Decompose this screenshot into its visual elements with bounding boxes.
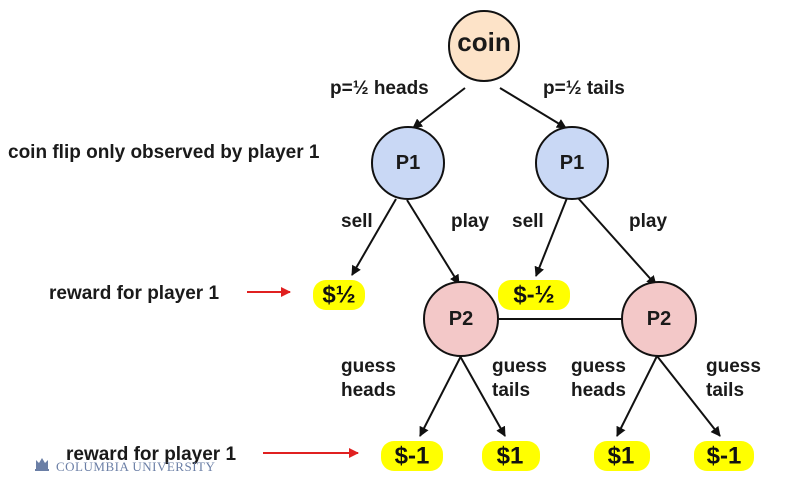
edge-label-guess-heads-left-line2: heads [341, 380, 396, 401]
columbia-logo-text: COLUMBIA UNIVERSITY [56, 459, 215, 474]
p2-right-label: P2 [647, 308, 671, 330]
p1-right-node [535, 126, 609, 200]
edge-coin-to-p1-left [412, 87, 466, 129]
edge-p2-right-guess-heads [616, 355, 658, 437]
edge-label-sell-right: sell [512, 211, 544, 232]
edge-label-guess-tails-left-line1: guess [492, 356, 547, 377]
edge-label-play-left: play [451, 211, 489, 232]
reward-sell-heads: $½ [322, 282, 355, 309]
crown-icon [35, 458, 49, 471]
reward-leaf-1: $-1 [395, 443, 430, 470]
edge-coin-to-p1-right [499, 87, 567, 129]
reward-leaf-2: $1 [497, 443, 524, 470]
edge-sell-right [534, 197, 568, 277]
reward-highlight-leaf-4 [694, 441, 754, 471]
edge-label-guess-heads-right-line1: guess [571, 356, 626, 377]
edge-label-guess-tails-right-line2: tails [706, 380, 744, 401]
reward-leaf-3: $1 [608, 443, 635, 470]
p1-right-label: P1 [560, 152, 584, 174]
reward-highlight-sell-tails [498, 280, 570, 310]
reward-note-top: reward for player 1 [49, 283, 219, 304]
edge-p2-left-guess-tails [459, 355, 506, 437]
reward-highlight-leaf-3 [594, 441, 650, 471]
observed-note: coin flip only observed by player 1 [8, 142, 320, 163]
p2-left-label: P2 [449, 308, 473, 330]
p2-right-node [621, 281, 697, 357]
edge-label-heads: p=½ heads [330, 78, 429, 99]
p1-left-label: P1 [396, 152, 420, 174]
edge-label-guess-heads-right-line2: heads [571, 380, 626, 401]
p2-left-node [423, 281, 499, 357]
edge-label-guess-heads-left-line1: guess [341, 356, 396, 377]
reward-note-bottom: reward for player 1 [66, 444, 236, 465]
edge-label-sell-left: sell [341, 211, 373, 232]
reward-sell-tails: $-½ [513, 282, 554, 309]
coin-node-label: coin [457, 27, 510, 57]
edge-sell-left [351, 198, 397, 276]
reward-highlight-leaf-1 [381, 441, 443, 471]
edge-play-right [577, 197, 657, 286]
columbia-logo: COLUMBIA UNIVERSITY [35, 458, 215, 474]
edge-label-guess-tails-left-line2: tails [492, 380, 530, 401]
edge-label-play-right: play [629, 211, 667, 232]
edge-p2-right-guess-tails [656, 355, 721, 437]
edge-label-guess-tails-right-line1: guess [706, 356, 761, 377]
p1-left-node [371, 126, 445, 200]
coin-node [448, 10, 520, 82]
edge-p2-left-guess-heads [419, 355, 462, 437]
reward-highlight-leaf-2 [482, 441, 540, 471]
edge-label-tails: p=½ tails [543, 78, 625, 99]
reward-leaf-4: $-1 [707, 443, 742, 470]
edge-play-left [406, 199, 460, 285]
reward-highlight-sell-heads [313, 280, 365, 310]
